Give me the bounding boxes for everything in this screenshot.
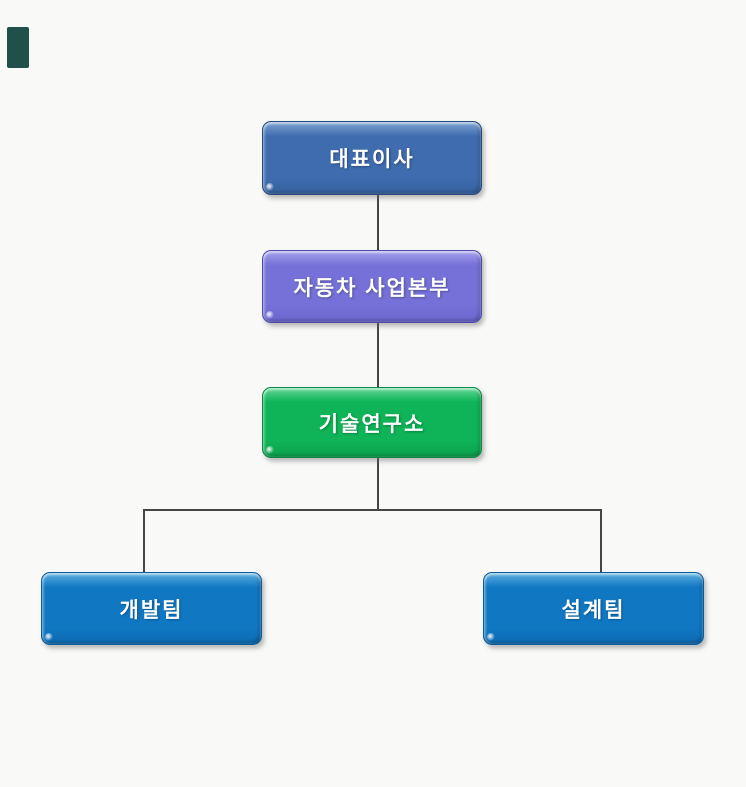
org-node-design-team[interactable]: 설계팀	[483, 572, 704, 645]
connector-lab-stem	[377, 458, 379, 509]
connector-division-lab	[377, 323, 379, 387]
corner-rectangle	[7, 27, 29, 68]
connector-drop-design-team	[600, 509, 602, 572]
org-node-tech-lab[interactable]: 기술연구소	[262, 387, 482, 458]
connector-ceo-division	[377, 195, 379, 250]
connector-drop-dev-team	[143, 509, 145, 572]
org-node-label: 대표이사	[329, 148, 415, 171]
connector-horizontal-rail	[143, 509, 601, 511]
org-node-label: 개발팀	[119, 598, 184, 622]
org-node-business-division[interactable]: 자동차 사업본부	[262, 250, 482, 323]
org-node-label: 설계팀	[561, 598, 626, 622]
org-node-label: 자동차 사업본부	[293, 276, 451, 300]
org-node-dev-team[interactable]: 개발팀	[41, 572, 262, 645]
org-node-label: 기술연구소	[318, 412, 426, 436]
org-node-ceo[interactable]: 대표이사	[262, 121, 482, 195]
